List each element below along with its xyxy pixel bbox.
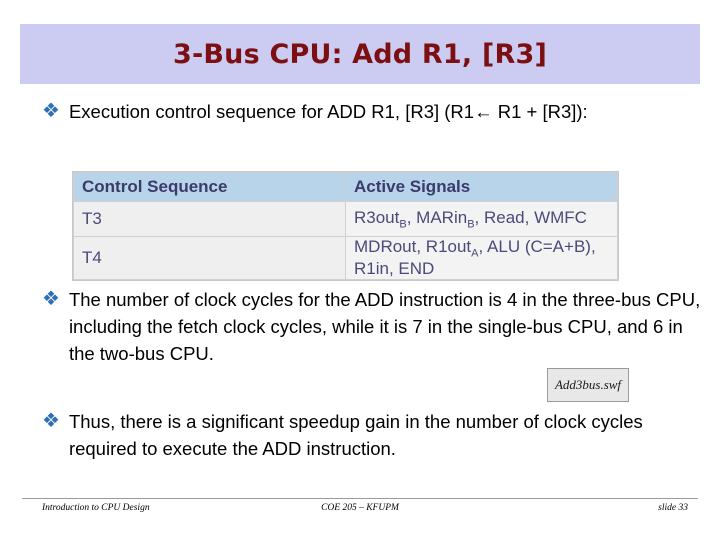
bullet-item-1: ❖ Execution control sequence for ADD R1,…: [42, 98, 702, 125]
slide-title-banner: 3-Bus CPU: Add R1, [R3]: [20, 24, 700, 84]
signal-part: R3out: [354, 207, 400, 227]
signal-subscript: B: [467, 218, 475, 231]
signal-part: , Read, WMFC: [474, 207, 587, 227]
bullet-glyph-icon: ❖: [42, 286, 60, 310]
bullet-item-3: ❖ Thus, there is a significant speedup g…: [42, 408, 702, 462]
signal-part: , ALU (C=A+B), R1in, END: [354, 237, 596, 279]
table-cell-step-t4: T4: [73, 235, 346, 281]
table-cell-signals-t3: R3outB, MARinB, Read, WMFC: [345, 201, 618, 237]
bullet-glyph-icon: ❖: [42, 408, 60, 432]
slide-footer: Introduction to CPU Design COE 205 – KFU…: [22, 498, 698, 519]
signal-part: MDRout, R1out: [354, 237, 472, 256]
table-row: T4 MDRout, R1outA, ALU (C=A+B), R1in, EN…: [73, 235, 618, 281]
table-cell-signals-t4: MDRout, R1outA, ALU (C=A+B), R1in, END: [345, 235, 618, 281]
table-cell-step-t3: T3: [73, 201, 346, 237]
signal-subscript: A: [471, 247, 479, 260]
table-header-row: Control Sequence Active Signals: [73, 172, 618, 202]
footer-slide-number: slide 33: [658, 503, 688, 513]
table-header-active-signals: Active Signals: [345, 172, 618, 202]
embedded-swf-object[interactable]: Add3bus.swf: [547, 368, 629, 402]
table-row: T3 R3outB, MARinB, Read, WMFC: [73, 201, 618, 237]
bullet-text-1: Execution control sequence for ADD R1, […: [68, 101, 588, 122]
bullet-text-3: Thus, there is a significant speedup gai…: [68, 411, 643, 459]
signal-part: , MARin: [406, 207, 468, 227]
embedded-swf-label: Add3bus.swf: [554, 377, 622, 392]
bullet-text-2: The number of clock cycles for the ADD i…: [68, 289, 701, 364]
footer-left-text: Introduction to CPU Design: [42, 503, 150, 513]
bullet-item-2: ❖ The number of clock cycles for the ADD…: [42, 286, 702, 367]
footer-center-text: COE 205 – KFUPM: [321, 503, 399, 513]
table-header-control-sequence: Control Sequence: [73, 172, 346, 202]
signal-subscript: B: [399, 218, 407, 231]
bullet-glyph-icon: ❖: [42, 98, 60, 122]
page-title: 3-Bus CPU: Add R1, [R3]: [172, 38, 548, 70]
control-sequence-table: Control Sequence Active Signals T3 R3out…: [72, 171, 619, 282]
